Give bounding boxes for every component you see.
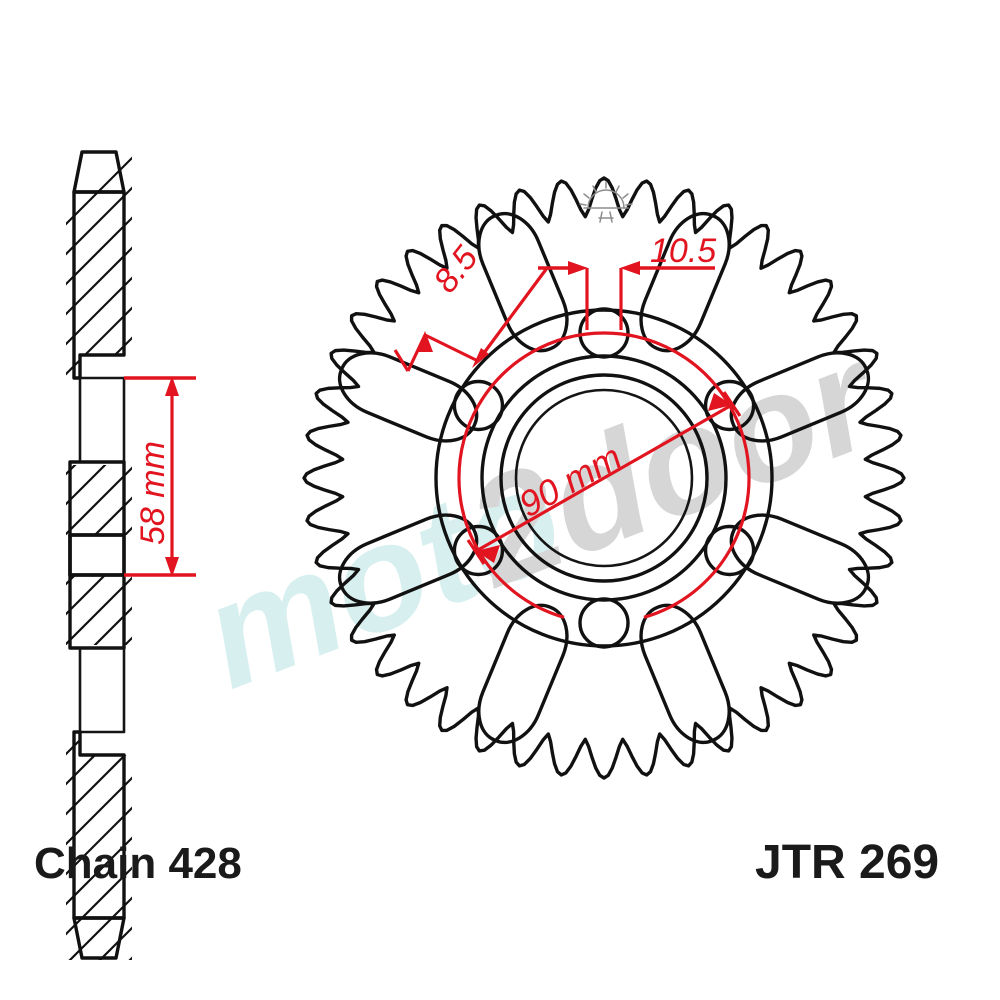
part-number-label: JTR 269 — [755, 836, 939, 889]
leader-arrow-8-5-a — [472, 348, 489, 368]
section-hatch-bottom — [66, 732, 132, 960]
bolt-circle-arc-4 — [643, 549, 731, 619]
lightening-hole — [639, 211, 731, 353]
bolt-circle-arc-6 — [457, 404, 480, 552]
bolt-circle-arc-2 — [603, 331, 731, 407]
section-hatch-shoulder-bottom — [66, 575, 132, 645]
section-web-edges — [68, 533, 126, 577]
lightening-holes-group — [337, 211, 871, 745]
section-hatch-shoulder-top — [66, 465, 132, 535]
leader-tail-8-5 — [393, 349, 410, 372]
lightening-hole — [337, 513, 479, 605]
dimension-10-5: 10.5 — [538, 232, 716, 330]
section-tooth-tip-bottom — [72, 916, 126, 960]
center-bore-inner-circle — [514, 388, 694, 568]
bolt-hole — [452, 524, 505, 577]
sprocket-teeth-outline — [302, 176, 906, 780]
dimension-10-5-label: 10.5 — [650, 232, 716, 270]
lightening-hole — [337, 351, 479, 443]
bolt-circle-arc-5 — [477, 549, 565, 619]
lightening-hole — [477, 211, 569, 353]
diameter-tick-right — [722, 391, 742, 417]
dimension-58mm-label: 58 mm — [134, 441, 172, 545]
leader-branch-8-5 — [424, 333, 479, 363]
bolt-hole — [578, 307, 630, 359]
leader-line-8-5 — [476, 267, 549, 362]
section-web-upper — [68, 533, 126, 577]
bolt-circle-arc-3 — [728, 404, 751, 552]
watermark-text-secondary: 2door — [445, 309, 904, 619]
face-view — [302, 176, 906, 780]
lightening-hole — [477, 603, 569, 745]
section-groove-bottom — [78, 646, 126, 734]
lightening-hole — [729, 513, 871, 605]
dimension-58mm: 58 mm — [124, 376, 196, 577]
diameter-line — [477, 404, 731, 552]
dimension-8-5: 8.5 — [393, 239, 549, 372]
lightening-hole — [639, 603, 731, 745]
section-groove-top — [78, 376, 126, 464]
lightening-hole — [729, 351, 871, 443]
bolt-holes-group — [452, 307, 756, 649]
dim-arrow-10-5-left — [568, 261, 588, 275]
bolt-hole — [452, 379, 505, 432]
bolt-circle-arc-1 — [477, 331, 605, 407]
bolt-hole — [703, 524, 756, 577]
bolt-hole — [703, 379, 756, 432]
section-rim-top — [72, 190, 126, 380]
dim-arrow-10-5-right — [620, 261, 640, 275]
diameter-arrow-left — [476, 545, 500, 563]
diameter-tick-left — [466, 539, 486, 565]
center-bore-circle — [499, 373, 709, 583]
bolt-hole — [578, 597, 630, 649]
diameter-arrow-right — [708, 393, 732, 411]
chain-label: Chain 428 — [34, 839, 242, 888]
leader-arrow-8-5-b — [417, 331, 433, 352]
sunburst-logo-icon — [579, 181, 633, 223]
